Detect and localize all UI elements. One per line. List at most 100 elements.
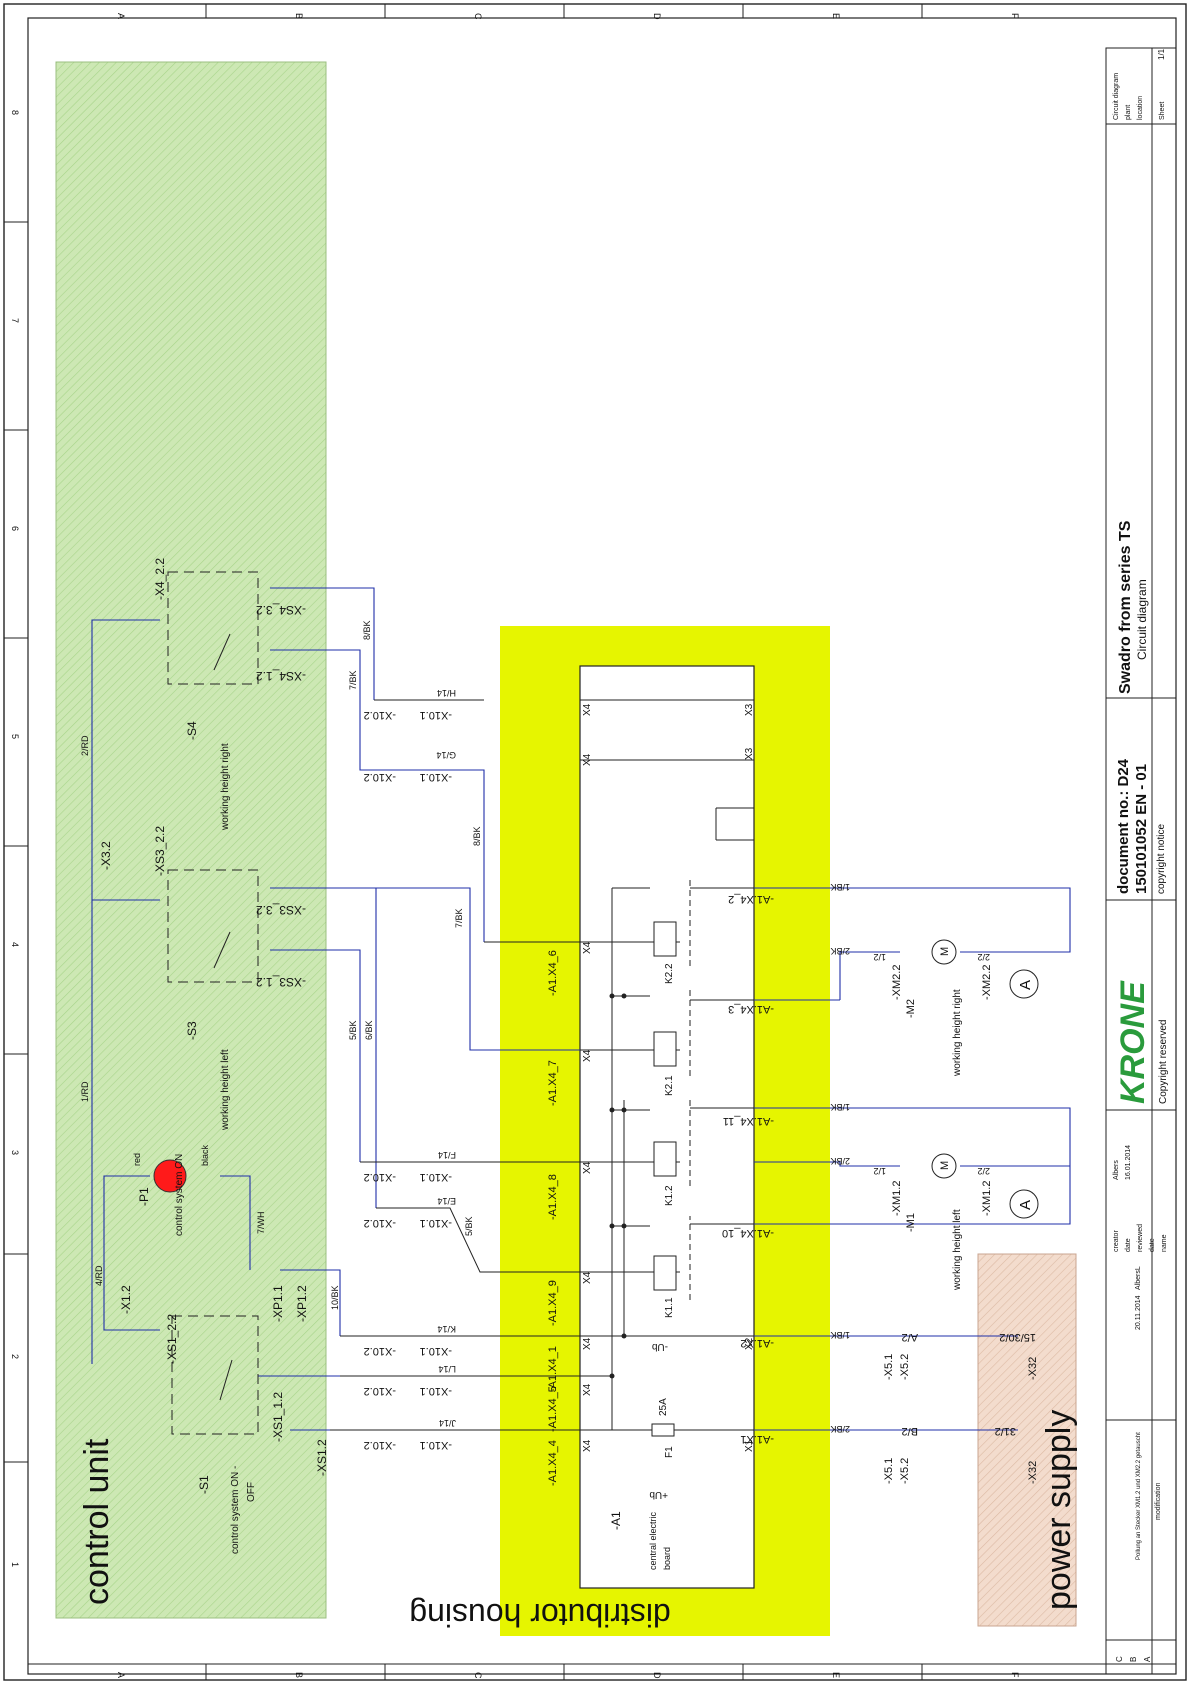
wn-2bk-a: 2/BK bbox=[830, 1424, 850, 1434]
wn-7wh: 7/WH bbox=[256, 1212, 266, 1235]
lbl-xs3-32: -XS3_3.2 bbox=[256, 903, 306, 917]
lbl-xs1-22: -XS1_2.2 bbox=[165, 1314, 179, 1364]
x32-b: -X32 bbox=[1027, 1357, 1039, 1380]
distributor-housing-label: distributor housing bbox=[409, 1597, 670, 1633]
sheet-label: Sheet bbox=[1159, 102, 1166, 120]
wn-5bk-b: 5/BK bbox=[348, 1020, 358, 1040]
creator-name: Albers bbox=[1113, 1160, 1120, 1180]
a1-desc1: central electric bbox=[648, 1511, 658, 1570]
p1-black: black bbox=[200, 1144, 210, 1166]
motor-wiring bbox=[754, 887, 1071, 1431]
modification-label: modification bbox=[1155, 1483, 1162, 1520]
s1-desc2: OFF bbox=[246, 1482, 257, 1502]
x101-d: -X10.1 bbox=[420, 1217, 452, 1229]
x102-b: -X10.2 bbox=[364, 1385, 396, 1397]
wn-7bk: 7/BK bbox=[454, 908, 464, 928]
wn-5bk: 5/BK bbox=[464, 1216, 474, 1236]
m1-symbol: M bbox=[939, 1161, 951, 1170]
fuse-rating: 25A bbox=[658, 1398, 669, 1416]
switch-s1: -S1 control system ON - OFF bbox=[171, 1315, 259, 1554]
ub-plus: +Ub bbox=[649, 1489, 668, 1500]
wn-22-a: 2/2 bbox=[977, 1166, 990, 1176]
p1-name: -P1 bbox=[137, 1187, 151, 1206]
motor-connector-labels: -XM1.2 -XM1.2 -XM2.2 -XM2.2 -X5.1 -X5.2 … bbox=[883, 965, 1039, 1484]
wn-12-b: 1/2 bbox=[873, 952, 886, 962]
lbl-x32: -X3.2 bbox=[99, 841, 113, 870]
mod-name: AlbersL bbox=[1135, 1266, 1142, 1290]
ref-marker-a2: A bbox=[1009, 969, 1039, 999]
row-2: 2 bbox=[10, 1354, 20, 1359]
x2: X2 bbox=[744, 1337, 755, 1350]
col-a-bottom: A bbox=[116, 1672, 126, 1678]
title-block: Swadro from series TS Circuit diagram do… bbox=[1105, 47, 1177, 1675]
rev-b: B bbox=[1129, 1657, 1138, 1662]
control-unit-area bbox=[55, 61, 327, 1619]
date-value: 16.01.2014 bbox=[1125, 1145, 1132, 1180]
s4-name: -S4 bbox=[185, 721, 199, 740]
power-supply-area bbox=[977, 1253, 1077, 1627]
k21-label: K2.1 bbox=[664, 1075, 675, 1096]
doc-label: document no.: D24 bbox=[1115, 758, 1132, 894]
a1-x4-left-labels: -A1.X4_4 -A1.X4_5 -A1.X4_1 -A1.X4_9 -A1.… bbox=[547, 950, 559, 1486]
switch-s4: -S4 working height right bbox=[167, 571, 259, 831]
project-title: Swadro from series TS bbox=[1117, 520, 1134, 694]
label-a1x1: -A1.X1 bbox=[740, 1433, 774, 1445]
wn-h14: H/14 bbox=[437, 688, 456, 698]
x102-f: -X10.2 bbox=[364, 771, 396, 783]
reviewed-date-label: date bbox=[1149, 1238, 1156, 1252]
switch-s3: -S3 working height left bbox=[167, 869, 259, 1131]
control-unit-label: control unit bbox=[78, 1438, 116, 1605]
label-a1x4-5: -A1.X4_5 bbox=[547, 1386, 559, 1432]
x4-h: X4 bbox=[582, 753, 593, 766]
label-a1x4-1: -A1.X4_1 bbox=[547, 1346, 559, 1392]
x51-b: -X5.1 bbox=[883, 1354, 895, 1380]
motor-m1: M -M1 working height left bbox=[905, 1153, 963, 1291]
x101-a: -X10.1 bbox=[420, 1439, 452, 1451]
lbl-xp11: -XP1.1 bbox=[271, 1285, 285, 1322]
sheet-border bbox=[3, 3, 1187, 1681]
wn-j14: J/14 bbox=[439, 1418, 456, 1428]
c1530: 15/30/2 bbox=[999, 1331, 1036, 1343]
row-7: 7 bbox=[10, 318, 20, 323]
x52-a: -X5.2 bbox=[899, 1458, 911, 1484]
x1: X1 bbox=[744, 1439, 755, 1452]
label-a1x4-2: -A1.X4_2 bbox=[728, 893, 774, 905]
lbl-xp12: -XP1.2 bbox=[295, 1285, 309, 1322]
zone-ticks bbox=[4, 4, 923, 1680]
col-b: B bbox=[294, 13, 304, 19]
lbl-xs3-12: -XS3_1.2 bbox=[256, 975, 306, 989]
x4-b: X4 bbox=[582, 1383, 593, 1396]
ref-marker-a1: A bbox=[1009, 1189, 1039, 1219]
label-a1x4-7: -A1.X4_7 bbox=[547, 1060, 559, 1106]
p1-red: red bbox=[132, 1153, 142, 1166]
m2-name: -M2 bbox=[905, 999, 917, 1018]
x4-g: X4 bbox=[582, 941, 593, 954]
relay-k2-1: K2.1 bbox=[653, 1031, 677, 1096]
doc-number: 15010105​2 EN - 01 bbox=[1133, 764, 1150, 894]
location-label: location bbox=[1137, 96, 1144, 120]
x4-c: X4 bbox=[582, 1337, 593, 1350]
label-a1x4-9: -A1.X4_9 bbox=[547, 1280, 559, 1326]
x4-i: X4 bbox=[582, 703, 593, 716]
wn-1bk-c: 1/BK bbox=[830, 882, 850, 892]
distributor-input-wiring bbox=[330, 699, 580, 1431]
wn-2bk-b: 2/BK bbox=[830, 1156, 850, 1166]
lbl-xs4-32: -XS4_3.2 bbox=[256, 603, 306, 617]
wn-e14: E/14 bbox=[437, 1196, 456, 1206]
x101-b: -X10.1 bbox=[420, 1385, 452, 1397]
m1-desc: working height left bbox=[952, 1209, 963, 1291]
control-wiring bbox=[91, 587, 580, 1431]
x51-a: -X5.1 bbox=[883, 1458, 895, 1484]
col-f: F bbox=[1010, 13, 1020, 19]
c31: 31/2 bbox=[995, 1425, 1016, 1437]
row-1: 1 bbox=[10, 1562, 20, 1567]
x10-labels: -X10.2 -X10.1 -X10.2 -X10.1 -X10.2 -X10.… bbox=[364, 709, 452, 1451]
x102-c: -X10.2 bbox=[364, 1345, 396, 1357]
label-a1x2: -A1.X2 bbox=[740, 1337, 774, 1349]
mod-date: 20.11.2014 bbox=[1135, 1295, 1142, 1330]
lbl-x422: -X4_2.2 bbox=[153, 558, 167, 600]
name-label: name bbox=[1161, 1234, 1168, 1252]
lbl-xs3-22: -XS3_2.2 bbox=[153, 826, 167, 876]
x102-g: -X10.2 bbox=[364, 709, 396, 721]
project-subtitle: Circuit diagram bbox=[1135, 579, 1149, 660]
